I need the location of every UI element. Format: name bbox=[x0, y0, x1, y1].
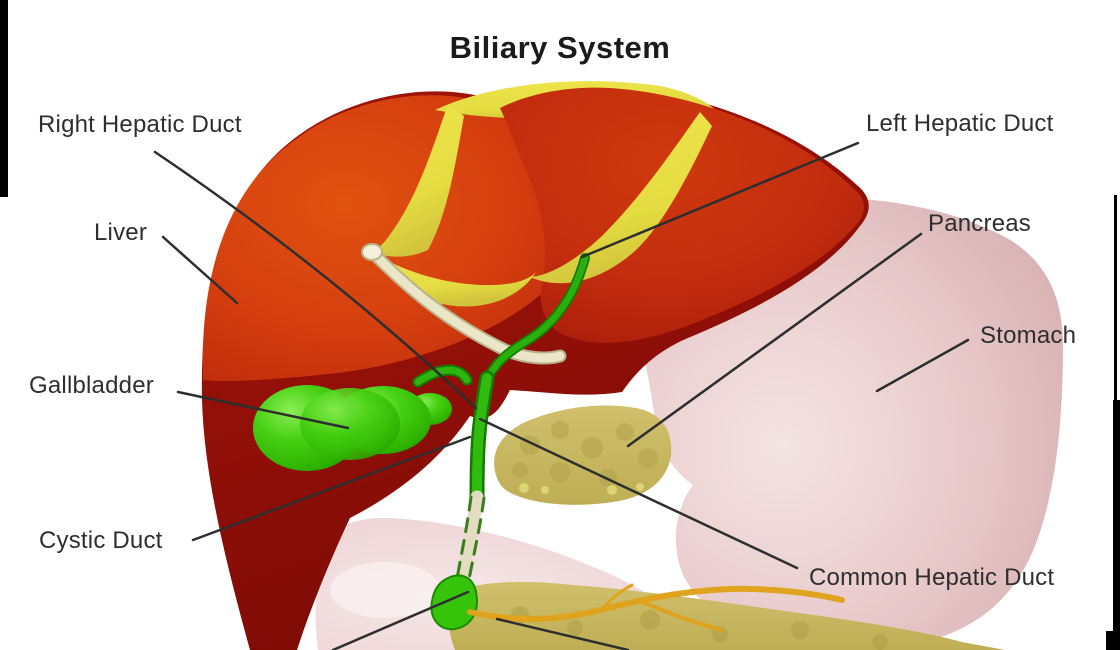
ampulla-shape bbox=[430, 574, 478, 631]
label-stomach: Stomach bbox=[980, 322, 1077, 349]
leader-lines bbox=[153, 141, 970, 650]
label-left-hepatic-duct: Left Hepatic Duct bbox=[866, 110, 1054, 137]
pancreatic-duct bbox=[467, 583, 845, 632]
label-right-hepatic-duct: Right Hepatic Duct bbox=[38, 111, 242, 138]
left-edge-bar bbox=[0, 0, 8, 197]
label-common-hepatic-duct: Common Hepatic Duct bbox=[809, 564, 1055, 591]
line-bile-duct-offscreen bbox=[331, 590, 470, 650]
pancreas-strip-texture bbox=[511, 606, 888, 650]
bile-duct-tree bbox=[412, 253, 590, 505]
pancreas-head-strip bbox=[448, 581, 1006, 650]
falciform-right-arm bbox=[530, 112, 712, 284]
left-hepatic-duct-core bbox=[367, 247, 565, 363]
line-liver bbox=[161, 235, 239, 305]
line-pancreatic-duct-offscreen bbox=[495, 617, 630, 650]
falciform-left-arm bbox=[372, 104, 464, 257]
line-cystic-duct bbox=[191, 435, 472, 542]
right-edge-bar bbox=[1113, 400, 1120, 650]
label-gallbladder: Gallbladder bbox=[29, 372, 154, 399]
falciform-base bbox=[372, 252, 536, 307]
line-stomach bbox=[875, 338, 970, 393]
pancreas-spots bbox=[519, 483, 644, 495]
line-right-hepatic-duct bbox=[153, 150, 478, 410]
label-liver: Liver bbox=[94, 219, 148, 246]
gallbladder-shape bbox=[253, 385, 452, 471]
label-pancreas: Pancreas bbox=[928, 210, 1031, 237]
right-edge-line bbox=[1114, 195, 1117, 402]
line-gallbladder bbox=[176, 390, 350, 430]
line-pancreas bbox=[626, 232, 923, 448]
line-common-hepatic-duct bbox=[478, 417, 799, 570]
line-left-hepatic-duct bbox=[580, 141, 860, 259]
label-cystic-duct: Cystic Duct bbox=[39, 527, 163, 554]
right-corner-bar bbox=[1106, 631, 1120, 650]
duodenum-highlight bbox=[330, 562, 440, 618]
duct-tip bbox=[361, 243, 383, 261]
page-title: Biliary System bbox=[449, 30, 671, 65]
